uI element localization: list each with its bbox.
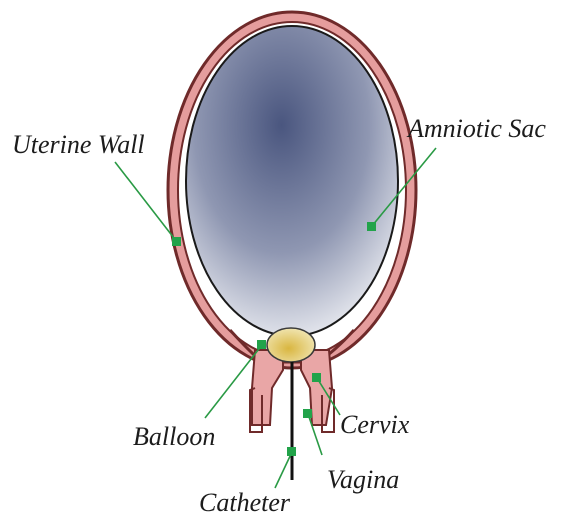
balloon-marker [257, 340, 266, 349]
uterine-wall-marker [172, 237, 181, 246]
label-cervix: Cervix [340, 410, 410, 439]
cervix-marker [312, 373, 321, 382]
label-uterine-wall: Uterine Wall [12, 130, 145, 159]
balloon-shape [267, 328, 315, 362]
label-amniotic-sac: Amniotic Sac [406, 114, 546, 143]
amniotic-sac-marker [367, 222, 376, 231]
label-balloon: Balloon [133, 422, 215, 451]
label-vagina: Vagina [327, 465, 399, 494]
catheter-marker [287, 447, 296, 456]
amniotic-sac [186, 26, 398, 336]
vagina-marker [303, 409, 312, 418]
label-catheter: Catheter [199, 488, 291, 517]
